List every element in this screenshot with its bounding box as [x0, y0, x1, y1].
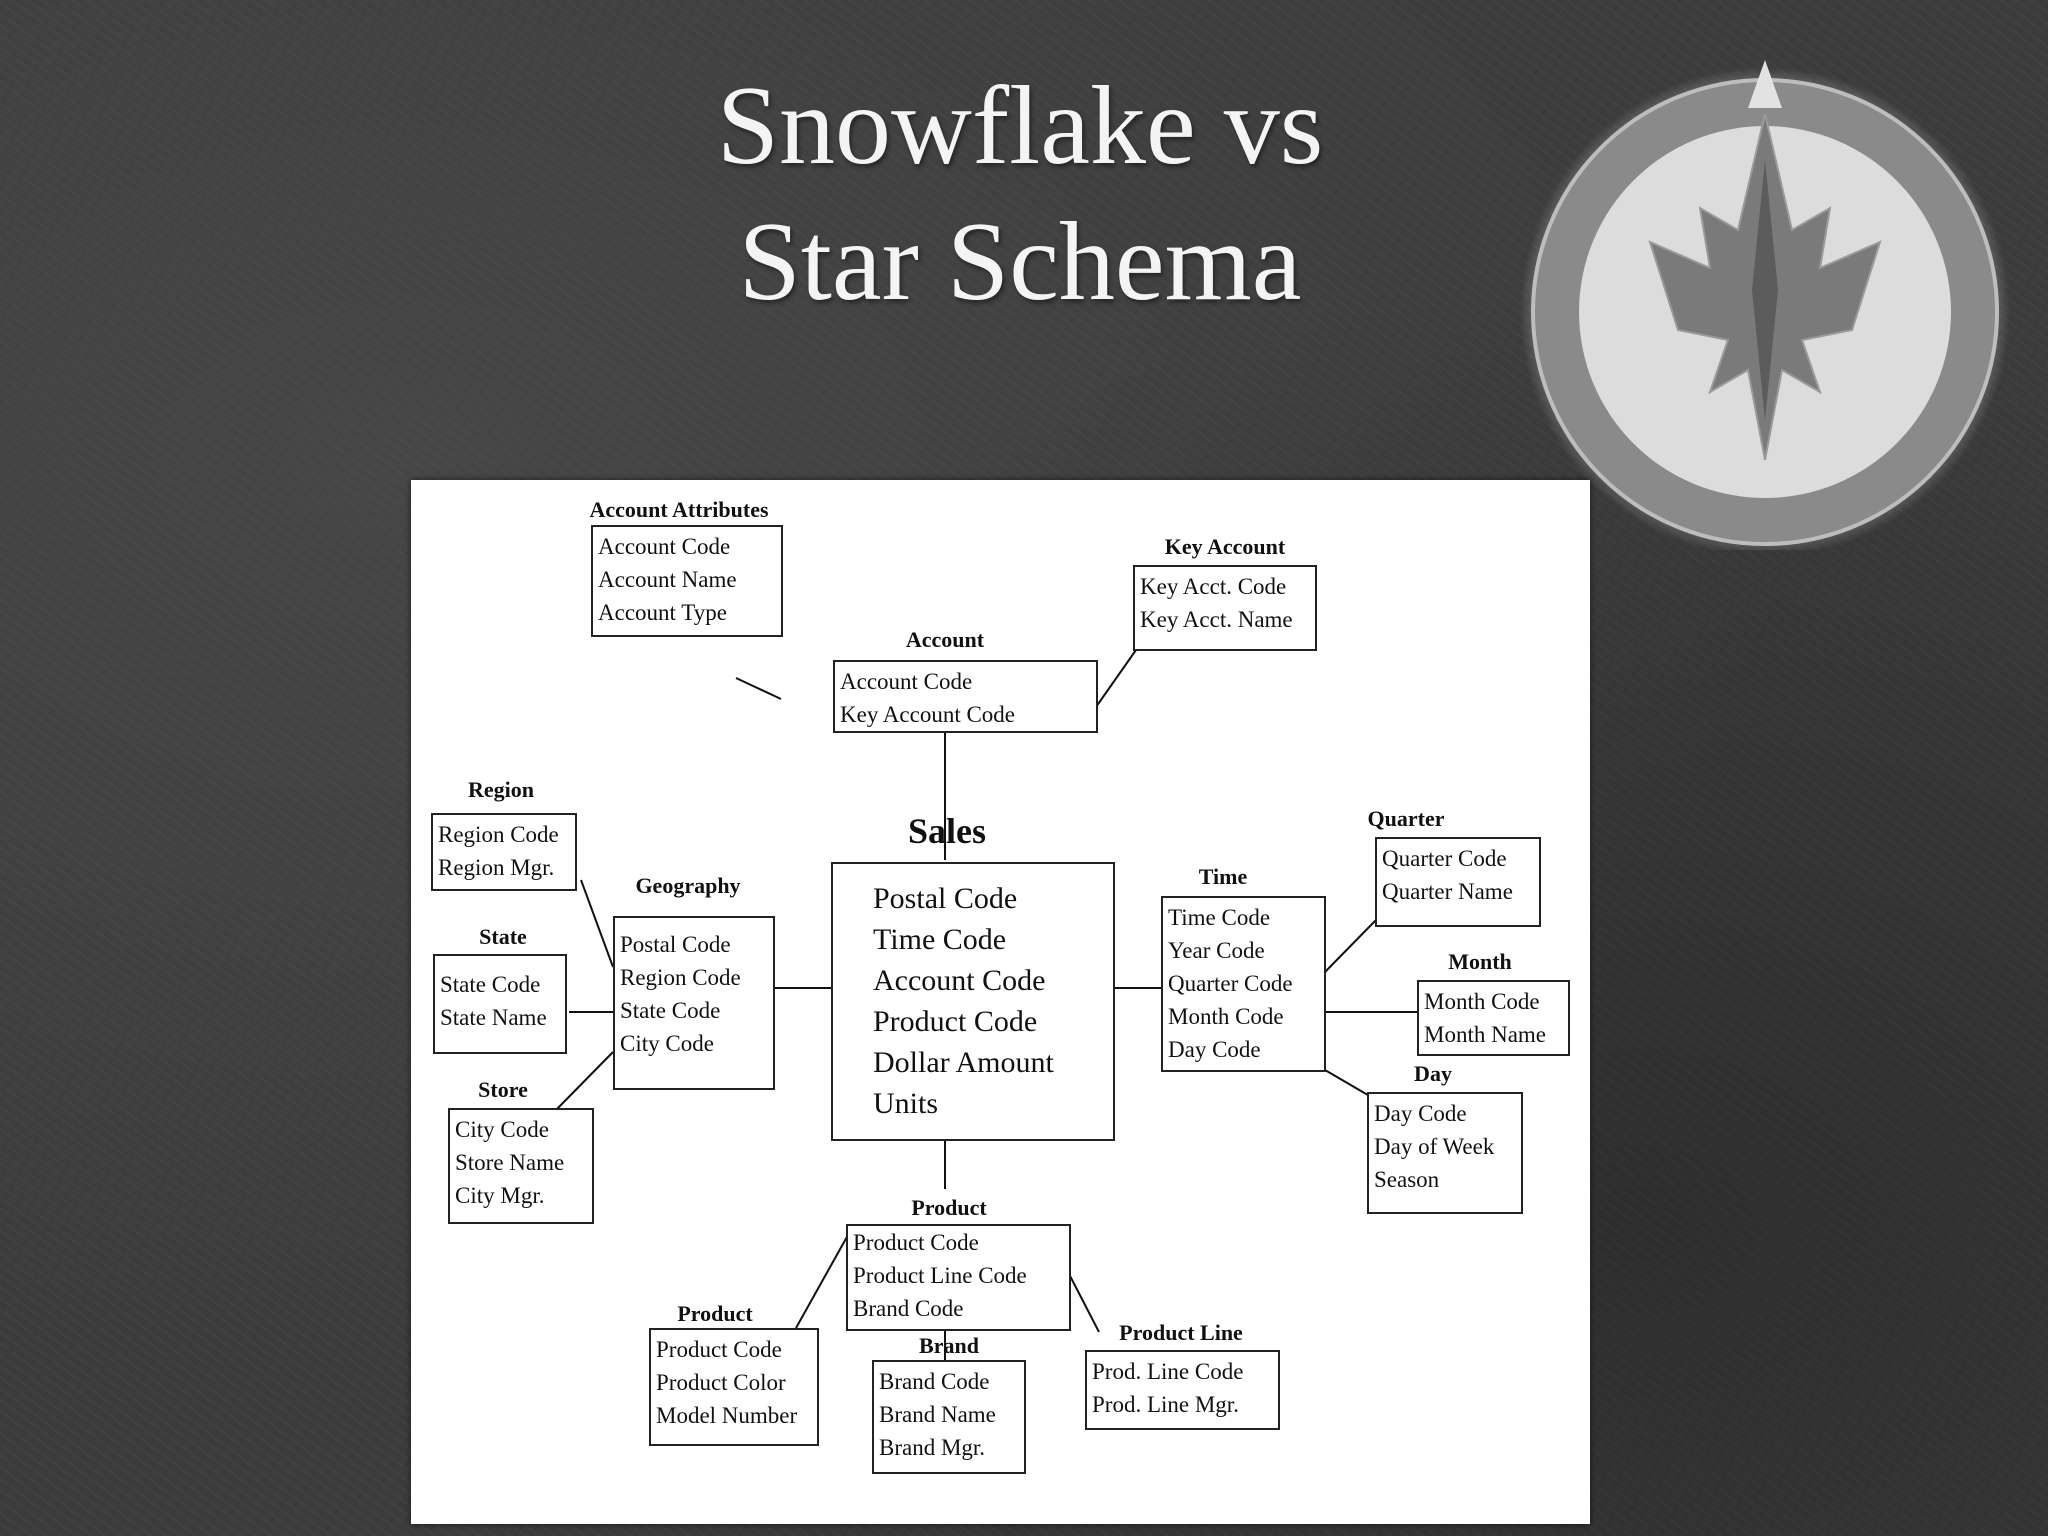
connector-time-quarter [1324, 919, 1377, 973]
product-table: Product Code Product Line Code Brand Cod… [846, 1224, 1071, 1331]
quarter-title: Quarter [1367, 806, 1445, 831]
time-title: Time [1198, 864, 1248, 889]
sales-fact-table: Postal Code Time Code Account Code Produ… [831, 862, 1115, 1141]
key-account-field: Key Acct. Code [1140, 574, 1287, 599]
month-title: Month [1448, 949, 1512, 974]
geography-field: City Code [620, 1031, 714, 1056]
month-field: Month Code [1424, 989, 1540, 1014]
connector-account-account-attributes [735, 677, 782, 700]
account-attributes-field: Account Market [598, 629, 776, 635]
day-field: Season [1374, 1167, 1440, 1192]
time-field: Time Code [1168, 905, 1271, 930]
product-line-field: Prod. Line Mgr. [1092, 1392, 1239, 1417]
product-detail-table: Product Code Product Color Model Number [649, 1328, 819, 1446]
time-field: Month Code [1168, 1004, 1284, 1029]
day-field: Day of Week [1374, 1134, 1495, 1159]
key-account-table: Key Acct. Code Key Acct. Name [1133, 565, 1317, 651]
state-field: State Code [440, 972, 541, 997]
connector-account-key-account [1095, 649, 1137, 708]
sales-field: Product Code [873, 1005, 1038, 1038]
relationship-connectors [555, 649, 1418, 1360]
title-line-2: Star Schema [738, 200, 1302, 324]
account-attributes-table: Account Code Account Name Account Type A… [591, 525, 783, 637]
day-title: Day [1414, 1061, 1452, 1086]
time-field: Quarter Code [1168, 971, 1293, 996]
brand-title: Brand [919, 1333, 979, 1358]
product-line-title: Product Line [1119, 1320, 1243, 1345]
region-field: Region Code [438, 822, 559, 847]
account-attributes-field: Account Type [598, 600, 727, 625]
product-detail-field: Product Code [656, 1337, 782, 1362]
region-field: Region Mgr. [438, 855, 555, 880]
account-field: Account Code [840, 669, 973, 694]
geography-field: State Code [620, 998, 721, 1023]
title-line-1: Snowflake vs [716, 64, 1324, 188]
maple-leaf-jet-icon [1520, 60, 2010, 550]
time-field: Year Code [1168, 938, 1265, 963]
day-table: Day Code Day of Week Season [1367, 1092, 1523, 1214]
product-field: Brand Code [853, 1296, 964, 1321]
key-account-title: Key Account [1164, 534, 1286, 559]
connector-product-product-line [1067, 1271, 1100, 1333]
store-field: Store Name [455, 1150, 565, 1175]
sales-field: Postal Code [873, 882, 1018, 915]
store-field: City Code [455, 1117, 549, 1142]
quarter-field: Quarter Code [1382, 846, 1507, 871]
state-title: State [479, 924, 527, 949]
brand-field: Brand Name [879, 1402, 996, 1427]
geography-title: Geography [635, 873, 741, 898]
geography-field: Postal Code [620, 932, 731, 957]
account-attributes-title: Account Attributes [589, 497, 769, 522]
store-title: Store [478, 1077, 528, 1102]
product-field: Product Line Code [853, 1263, 1027, 1288]
slide-title: Snowflake vs Star Schema [540, 58, 1500, 330]
time-field: Day Code [1168, 1037, 1261, 1062]
account-table: Account Code Key Account Code [833, 660, 1098, 733]
product-line-field: Prod. Line Code [1092, 1359, 1244, 1384]
schema-diagram: Account Attributes Account Code Account … [411, 480, 1590, 1524]
key-account-field: Key Acct. Name [1140, 607, 1293, 632]
sales-field: Units [873, 1087, 939, 1120]
connector-geography-store [555, 1051, 614, 1111]
sales-field: Account Code [873, 964, 1046, 997]
account-title: Account [905, 627, 985, 652]
brand-field: Brand Code [879, 1369, 990, 1394]
product-line-table: Prod. Line Code Prod. Line Mgr. [1085, 1350, 1280, 1430]
product-detail-title: Product [677, 1301, 753, 1326]
day-field: Day Code [1374, 1101, 1467, 1126]
sales-field: Time Code [873, 923, 1007, 956]
geography-field: Region Code [620, 965, 741, 990]
sales-title: Sales [907, 811, 987, 851]
time-table: Time Code Year Code Quarter Code Month C… [1161, 896, 1326, 1072]
region-table: Region Code Region Mgr. [431, 813, 577, 891]
product-title: Product [911, 1195, 987, 1220]
quarter-table: Quarter Code Quarter Name [1375, 837, 1541, 927]
state-field: State Name [440, 1005, 547, 1030]
brand-field: Brand Mgr. [879, 1435, 986, 1460]
store-field: City Mgr. [455, 1183, 545, 1208]
quarter-field: Quarter Name [1382, 879, 1513, 904]
month-field: Month Name [1424, 1022, 1547, 1047]
account-field: Key Account Code [840, 702, 1016, 727]
product-detail-field: Product Color [656, 1370, 786, 1395]
product-detail-field: Model Number [656, 1403, 798, 1428]
product-field: Product Code [853, 1230, 979, 1255]
account-attributes-field: Account Code [598, 534, 731, 559]
geography-table: Postal Code Region Code State Code City … [613, 916, 775, 1090]
sales-field: Dollar Amount [873, 1046, 1054, 1079]
month-table: Month Code Month Name [1417, 980, 1570, 1056]
connector-product-product-detail [795, 1234, 849, 1329]
store-table: City Code Store Name City Mgr. [448, 1108, 594, 1224]
brand-table: Brand Code Brand Name Brand Mgr. [872, 1360, 1026, 1474]
account-attributes-field: Account Name [598, 567, 737, 592]
state-table: State Code State Name [433, 954, 567, 1054]
connector-geography-region [580, 879, 614, 968]
connector-time-day [1324, 1069, 1374, 1099]
region-title: Region [468, 777, 534, 802]
